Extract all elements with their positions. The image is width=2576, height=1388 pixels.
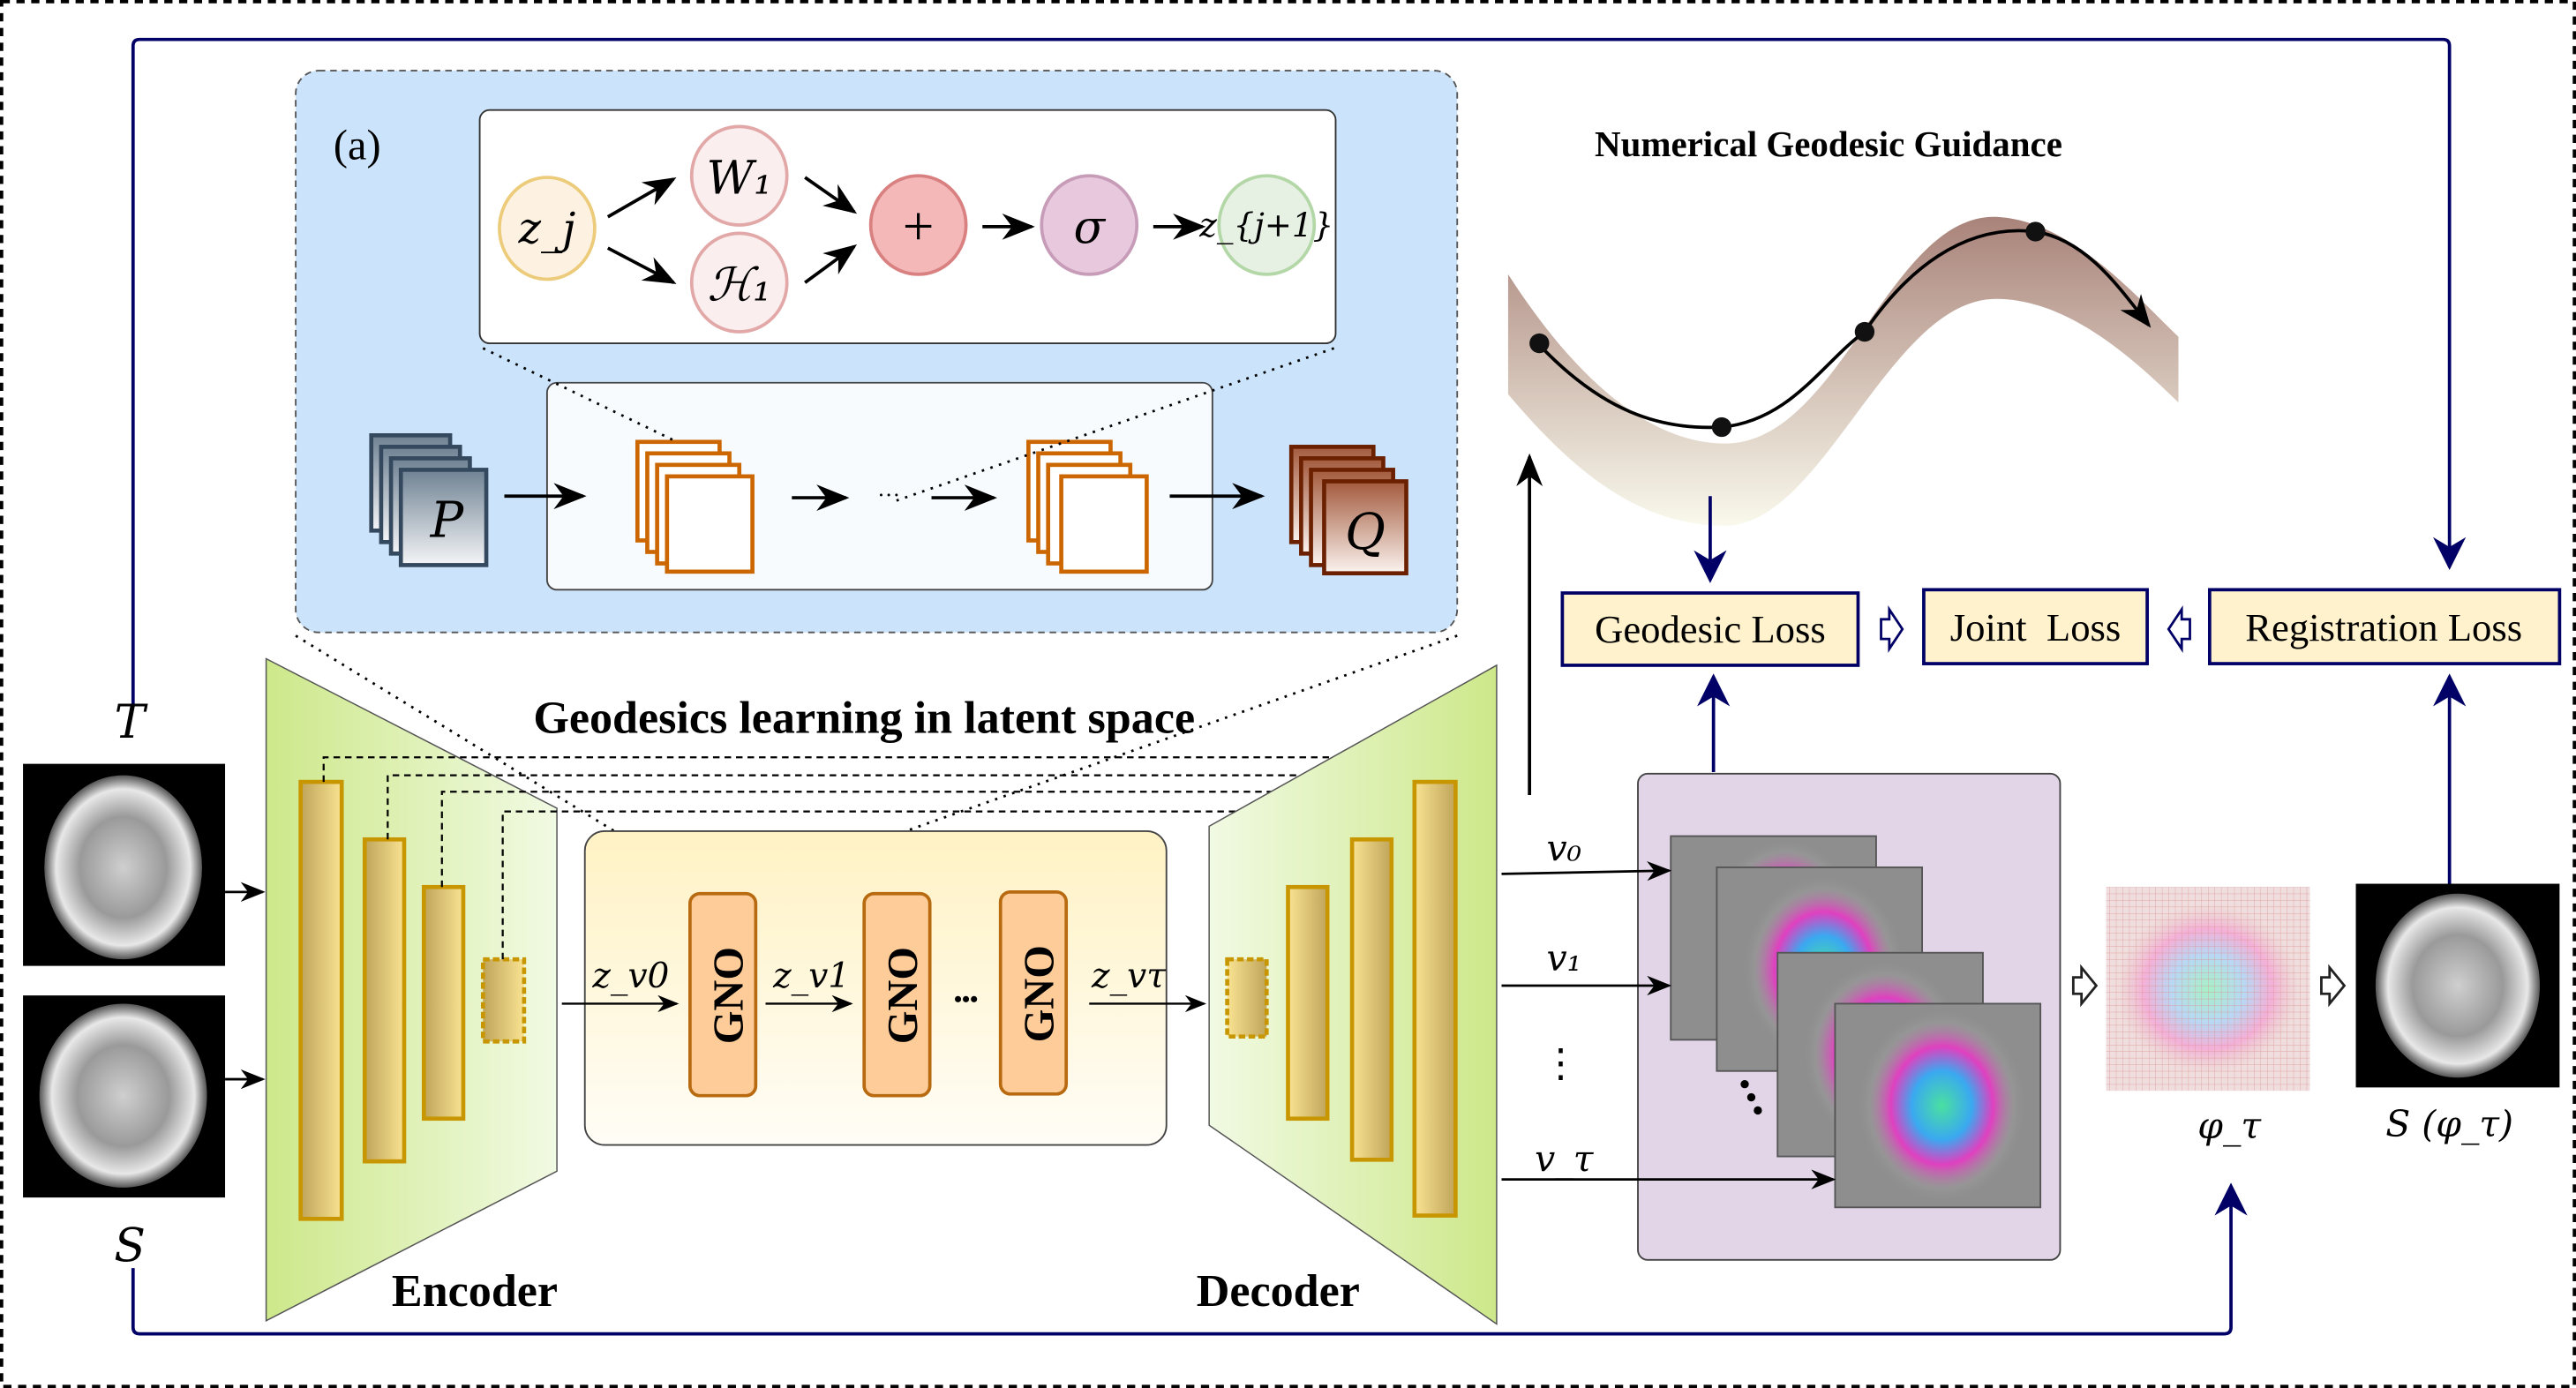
joint-loss-box xyxy=(1922,588,2149,665)
p-stack xyxy=(369,432,489,567)
registration-loss-label: Registration Loss xyxy=(2245,605,2522,649)
q-stack xyxy=(1288,445,1408,576)
latent-label-ztau: z_vτ xyxy=(1091,957,1167,996)
panel-label: (a) xyxy=(334,123,381,169)
geodesics-title: Geodesics learning in latent space xyxy=(533,693,1195,743)
stack-dots xyxy=(1740,1080,1762,1115)
warped-brain xyxy=(2375,893,2541,1078)
velocity-label-vtau: v_τ xyxy=(1535,1137,1595,1180)
guidance-title: Numerical Geodesic Guidance xyxy=(1595,124,2062,164)
velocity-ellipsis: ⋮ xyxy=(1541,1040,1581,1084)
node-w1-label: W₁ xyxy=(706,153,771,206)
source-to-deformation-line xyxy=(131,1182,2248,1336)
source-label: S xyxy=(114,1220,146,1273)
joint-loss-label: Joint Loss xyxy=(1950,605,2122,649)
gno-label-2: GNO xyxy=(880,947,927,1044)
source-brain xyxy=(39,1003,207,1188)
latent-label-z1: z_v1 xyxy=(772,957,850,996)
stack-ellipsis: ··· xyxy=(877,483,900,508)
velocity-arrows xyxy=(1501,860,1836,1189)
gno-block-1: GNO xyxy=(688,891,758,1098)
inset-arrows xyxy=(606,176,1206,284)
gno-block-3: GNO xyxy=(998,889,1069,1096)
node-zj-label: z_j xyxy=(518,205,576,254)
node-zj1 xyxy=(1217,174,1317,276)
gno-label-1: GNO xyxy=(705,947,752,1044)
to-deformation-arrow xyxy=(2071,964,2099,1008)
node-h1 xyxy=(689,231,789,334)
geodesic-loss-label: Geodesic Loss xyxy=(1595,607,1826,651)
latent-label-z0: z_v0 xyxy=(591,957,669,996)
encoder-feature-bars xyxy=(298,779,527,1221)
decoder-feature-bars xyxy=(1225,779,1458,1218)
target-brain xyxy=(44,775,202,960)
registration-loss-box xyxy=(2207,588,2562,665)
node-w1 xyxy=(689,124,789,227)
deformation-label: φ_τ xyxy=(2197,1105,2262,1147)
loss-merge-arrows xyxy=(1880,605,2191,653)
gno-block-2: GNO xyxy=(862,891,932,1098)
node-zj xyxy=(498,176,597,281)
velocity-label-v0: v₀ xyxy=(1546,827,1581,869)
node-sigma-label: σ xyxy=(1073,202,1106,255)
gno-label-3: GNO xyxy=(1016,945,1063,1042)
geodesic-points xyxy=(1529,221,2046,438)
deformation-grid xyxy=(2106,887,2310,1092)
node-sigma xyxy=(1040,174,1139,276)
orange-stack-1 xyxy=(635,439,755,574)
geodesic-manifold-band xyxy=(1507,216,2179,526)
target-label: T xyxy=(115,696,148,749)
loss-feed-arrows xyxy=(1694,496,2467,888)
encoder-label: Encoder xyxy=(392,1266,558,1317)
node-h1-label: ℋ₁ xyxy=(708,259,771,312)
warped-label: S (φ_τ) xyxy=(2385,1103,2513,1145)
target-to-registration-line xyxy=(131,37,2467,707)
q-label: Q xyxy=(1345,504,1386,561)
geodesic-loss-box xyxy=(1560,591,1860,667)
node-sum xyxy=(868,174,968,276)
input-arrows xyxy=(225,882,266,1090)
p-label: P xyxy=(430,492,465,550)
gno-ellipsis: ••• xyxy=(954,987,978,1012)
orange-stack-2 xyxy=(1026,439,1149,574)
velocity-fields xyxy=(1670,835,2042,1209)
to-warped-arrow xyxy=(2320,964,2347,1008)
node-sum-label: + xyxy=(903,195,935,257)
stack-arrows xyxy=(504,483,1265,511)
node-zj1-label: z_{j+1} xyxy=(1198,206,1333,245)
velocity-label-v1: v₁ xyxy=(1546,937,1581,979)
decoder-label: Decoder xyxy=(1197,1266,1360,1317)
